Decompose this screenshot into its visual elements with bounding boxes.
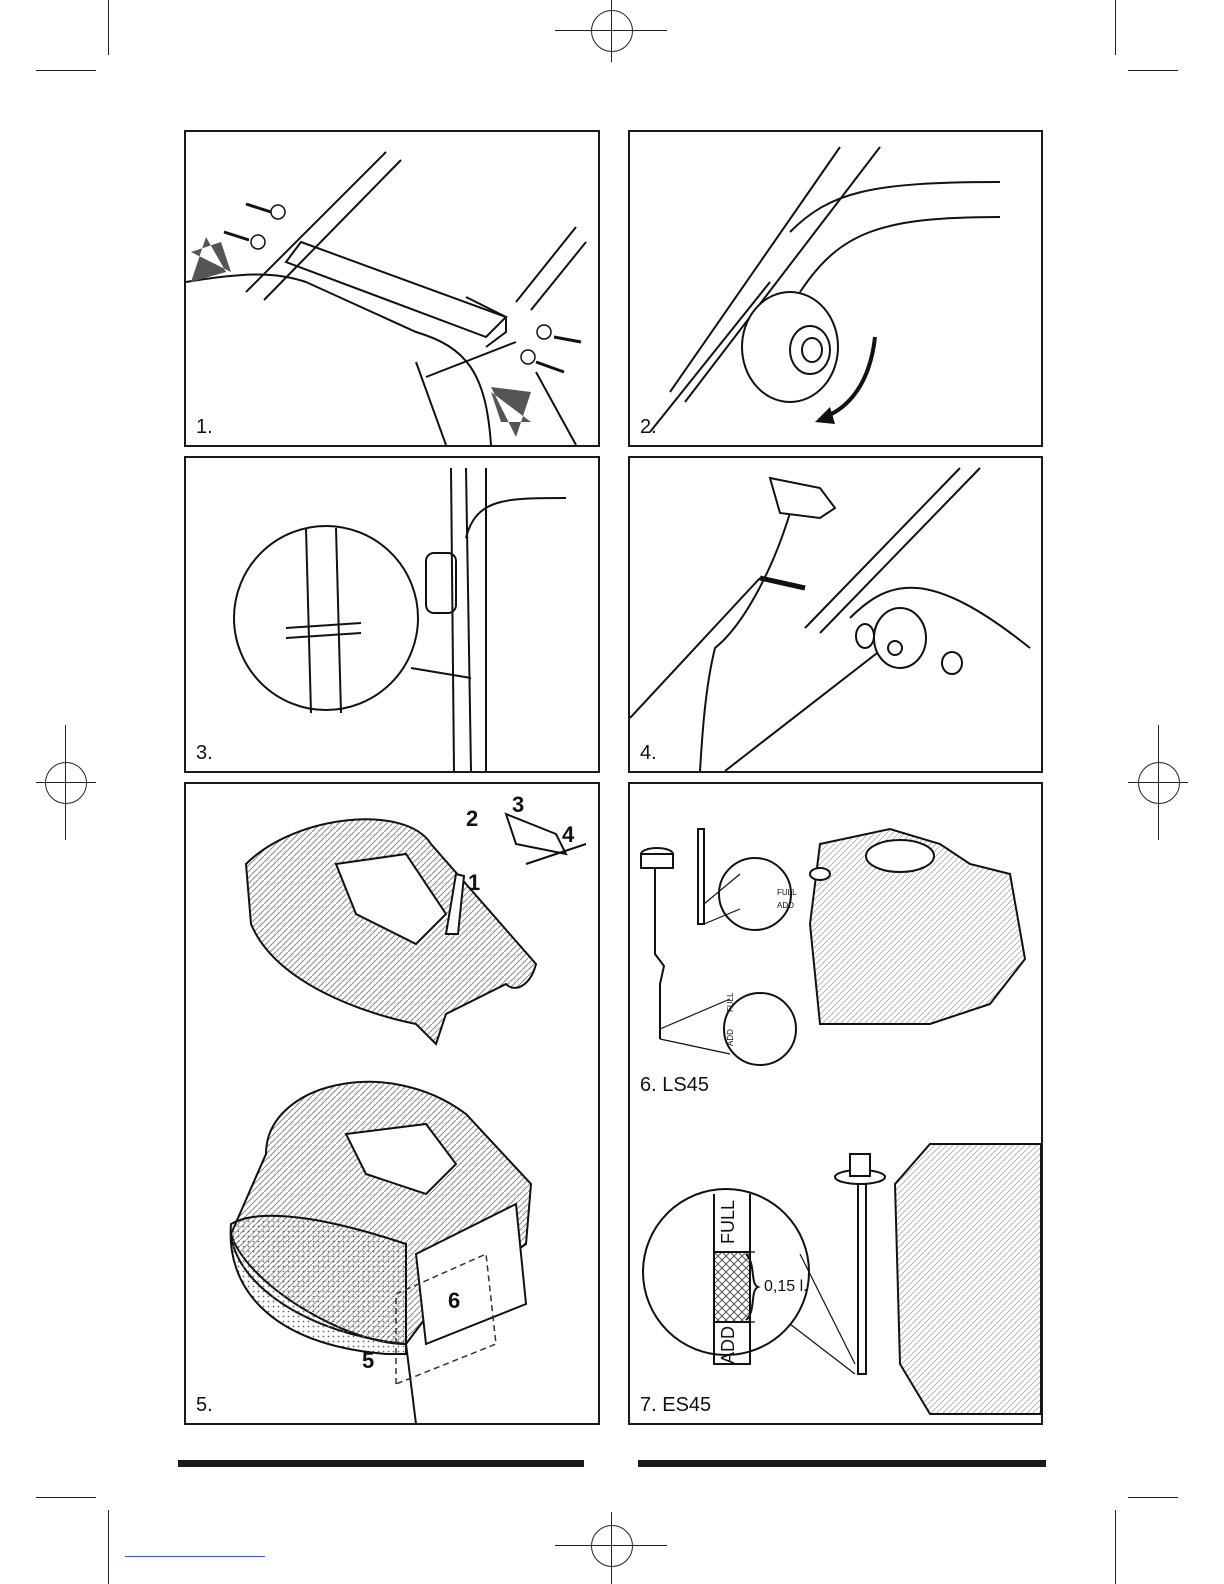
crop-mark <box>36 1497 96 1498</box>
dipstick-mark-full-large: FULL <box>718 1200 739 1244</box>
figure-1-handle-bolts: 1. <box>184 130 600 447</box>
figure-5-drawing <box>186 784 598 1423</box>
figure-1-drawing <box>186 132 598 445</box>
callout-3: 3 <box>512 792 524 818</box>
registration-mark <box>1138 762 1180 804</box>
callout-4: 4 <box>562 822 574 848</box>
dipstick-mark-add-lower: ADD <box>726 1029 735 1046</box>
crop-mark <box>108 1510 109 1584</box>
figure-6-7-oil-dipstick: FULL ADD FULL ADD 6. LS45 FULL ADD 0,15 … <box>628 782 1043 1425</box>
callout-2: 2 <box>466 806 478 832</box>
footer-line <box>125 1556 265 1557</box>
crop-mark <box>1128 1497 1178 1498</box>
dipstick-mark-full-lower: FULL <box>726 992 735 1012</box>
figure-label: 4. <box>640 742 657 765</box>
callout-1: 1 <box>468 870 480 896</box>
footer-bar-left <box>178 1460 584 1467</box>
figure-3-drawing <box>186 458 598 771</box>
figure-label: 2. <box>640 416 657 439</box>
figure-4-starter-cord: 4. <box>628 456 1043 773</box>
figure-label: 3. <box>196 742 213 765</box>
crop-mark <box>1128 70 1178 71</box>
callout-5: 5 <box>362 1348 374 1374</box>
crop-mark <box>36 70 96 71</box>
figure-4-drawing <box>630 458 1041 771</box>
figure-2-knob: 2. <box>628 130 1043 447</box>
registration-mark <box>1128 782 1188 783</box>
registration-mark <box>591 10 633 52</box>
figure-label-ls45: 6. LS45 <box>640 1074 709 1097</box>
figure-label: 1. <box>196 416 213 439</box>
registration-mark <box>36 782 96 783</box>
figure-label-es45: 7. ES45 <box>640 1394 711 1417</box>
dipstick-mark-full: FULL <box>777 888 797 897</box>
registration-mark <box>611 0 612 62</box>
figure-label: 5. <box>196 1394 213 1417</box>
figure-6-7-drawing <box>630 784 1041 1423</box>
figure-5-grass-catcher: 1 2 3 4 5 6 5. <box>184 782 600 1425</box>
registration-mark <box>611 1512 612 1584</box>
crop-mark <box>1115 0 1116 55</box>
oil-volume-label: 0,15 l. <box>764 1278 808 1296</box>
registration-mark <box>591 1525 633 1567</box>
registration-mark <box>45 762 87 804</box>
footer-bar-right <box>638 1460 1046 1467</box>
crop-mark <box>1115 1510 1116 1584</box>
figure-3-cable-tie: 3. <box>184 456 600 773</box>
dipstick-mark-add: ADD <box>777 901 794 910</box>
dipstick-mark-add-large: ADD <box>718 1326 739 1364</box>
figure-2-drawing <box>630 132 1041 445</box>
crop-mark <box>108 0 109 55</box>
callout-6: 6 <box>448 1288 460 1314</box>
